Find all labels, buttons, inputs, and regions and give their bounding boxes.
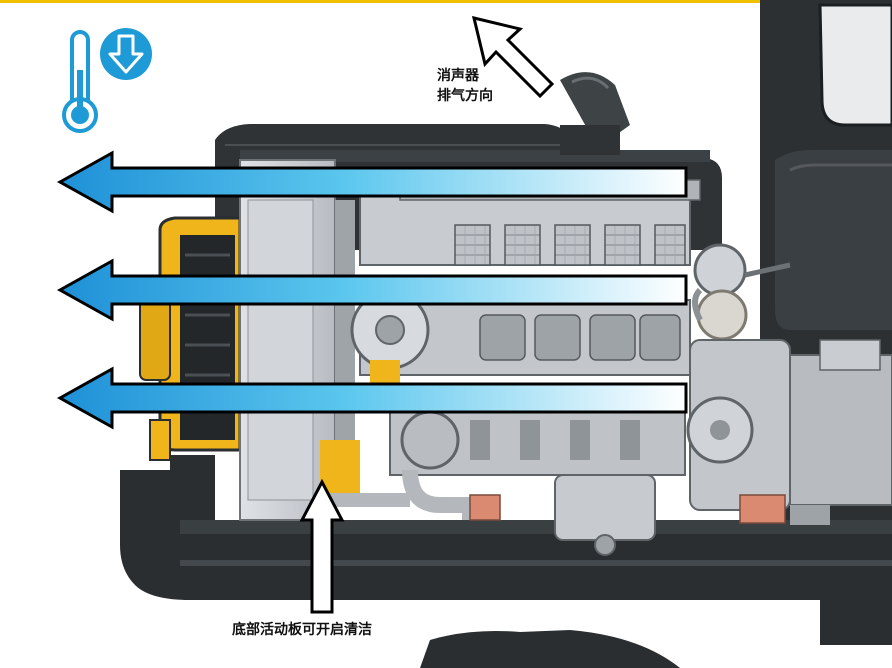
exhaust-muffler-stack (560, 72, 630, 155)
bottom-panel-arrow (299, 478, 345, 614)
radiator (239, 159, 360, 521)
exhaust-direction-label: 消声器 排气方向 (437, 66, 493, 106)
turbocharger (692, 243, 791, 341)
airflow-arrow (56, 258, 688, 322)
exhaust-label-line-1: 消声器 (437, 68, 479, 84)
thermometer-icon (62, 30, 98, 133)
exhaust-direction-arrow (471, 15, 555, 99)
fan-shroud (139, 216, 242, 461)
airflow-arrow (56, 366, 688, 430)
down-arrow-circle-icon (100, 28, 152, 80)
engine-block (330, 179, 701, 556)
exhaust-label-line-2: 排气方向 (437, 88, 493, 104)
top-accent-rule (0, 0, 892, 3)
bottom-panel-label: 底部活动板可开启清洁 (232, 622, 372, 638)
transmission-housing (686, 339, 892, 525)
airflow-arrow (56, 150, 688, 214)
